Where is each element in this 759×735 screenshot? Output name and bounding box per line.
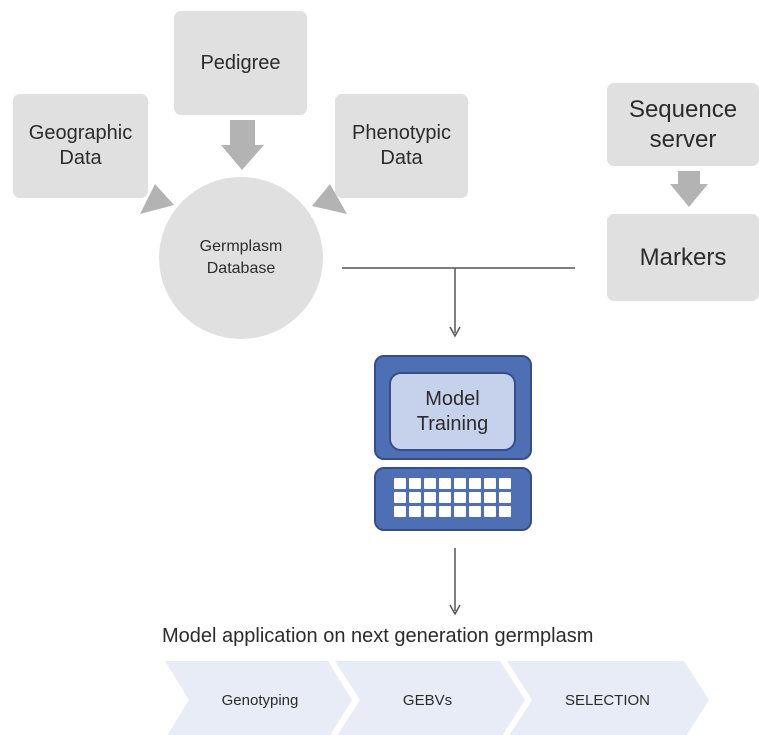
pedigree-label: Pedigree xyxy=(200,51,281,74)
keyboard-key xyxy=(454,492,466,503)
keyboard-key xyxy=(424,506,436,517)
keyboard-key xyxy=(454,478,466,489)
keyboard-keys xyxy=(394,478,511,517)
to-training-arrowhead xyxy=(449,326,461,338)
keyboard-key xyxy=(394,492,406,503)
geographic-arrow xyxy=(140,184,174,214)
keyboard-key xyxy=(469,492,481,503)
pipeline-step-selection: SELECTION xyxy=(564,691,651,709)
keyboard-key xyxy=(424,478,436,489)
keyboard-key xyxy=(499,478,511,489)
keyboard-key xyxy=(484,506,496,517)
keyboard-key xyxy=(394,478,406,489)
keyboard-key xyxy=(439,478,451,489)
keyboard-key xyxy=(424,492,436,503)
germplasm-database-label: Germplasm Database xyxy=(199,238,283,277)
keyboard-key xyxy=(499,506,511,517)
keyboard-key xyxy=(439,492,451,503)
geographic-data-label: Geographic Data xyxy=(28,122,133,169)
chevron-selection xyxy=(507,661,709,735)
keyboard-key xyxy=(439,506,451,517)
sequence-server-label: Sequence server xyxy=(628,95,738,153)
markers-label: Markers xyxy=(639,243,727,271)
keyboard-key xyxy=(409,506,421,517)
keyboard-key xyxy=(469,478,481,489)
keyboard-key xyxy=(409,478,421,489)
pipeline-step-genotyping: Genotyping xyxy=(221,691,299,709)
phenotypic-data-box: Phenotypic Data xyxy=(335,94,468,198)
germplasm-database-node: Germplasm Database xyxy=(159,177,323,339)
keyboard-key xyxy=(499,492,511,503)
phenotypic-data-label: Phenotypic Data xyxy=(352,122,451,169)
phenotypic-arrow xyxy=(312,184,347,214)
keyboard-key xyxy=(409,492,421,503)
pedigree-arrow xyxy=(221,120,264,170)
keyboard-key xyxy=(469,506,481,517)
geographic-data-box: Geographic Data xyxy=(13,94,148,198)
sequence-arrow xyxy=(670,171,708,207)
application-caption: Model application on next generation ger… xyxy=(162,625,594,647)
to-application-arrowhead xyxy=(449,604,461,616)
chevron-genotyping xyxy=(165,661,352,735)
keyboard-key xyxy=(394,506,406,517)
chevron-gebvs xyxy=(335,661,525,735)
sequence-server-box: Sequence server xyxy=(607,83,759,166)
keyboard-key xyxy=(484,478,496,489)
model-training-screen: Model Training xyxy=(389,372,516,451)
keyboard-key xyxy=(484,492,496,503)
markers-box: Markers xyxy=(607,214,759,301)
model-training-label: Model Training xyxy=(416,387,489,435)
pipeline-step-gebvs: GEBVs xyxy=(402,691,453,709)
keyboard-key xyxy=(454,506,466,517)
pedigree-box: Pedigree xyxy=(174,11,307,115)
